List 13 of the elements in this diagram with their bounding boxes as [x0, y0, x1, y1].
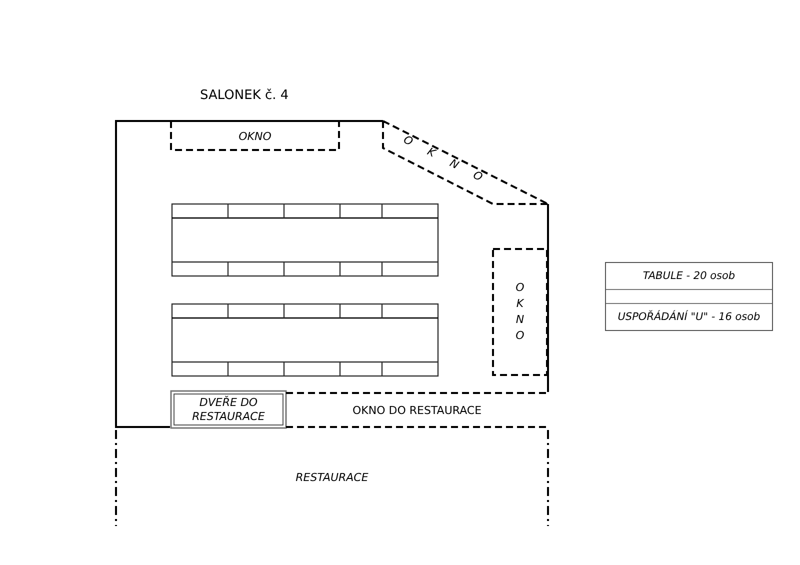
room-label: OKNO DO RESTAURACE [352, 404, 482, 416]
window-outline [170, 121, 340, 151]
room-label: OKNO [514, 280, 526, 344]
restaurant-area [114, 428, 550, 526]
room-label: RESTAURACE [296, 470, 368, 484]
window-outline [286, 392, 548, 428]
door-outline [170, 390, 287, 429]
room-label: DVEŘE DO RESTAURACE [191, 396, 266, 424]
table-cell-text: TABULE - 20 osob [642, 269, 736, 284]
room-title: SALONEK č. 4 [200, 88, 289, 103]
window-outline [492, 248, 548, 376]
table-cell-text: USPOŘÁDÁNÍ "U" - 16 osob [616, 309, 762, 325]
room-label: OKNO [238, 130, 272, 142]
